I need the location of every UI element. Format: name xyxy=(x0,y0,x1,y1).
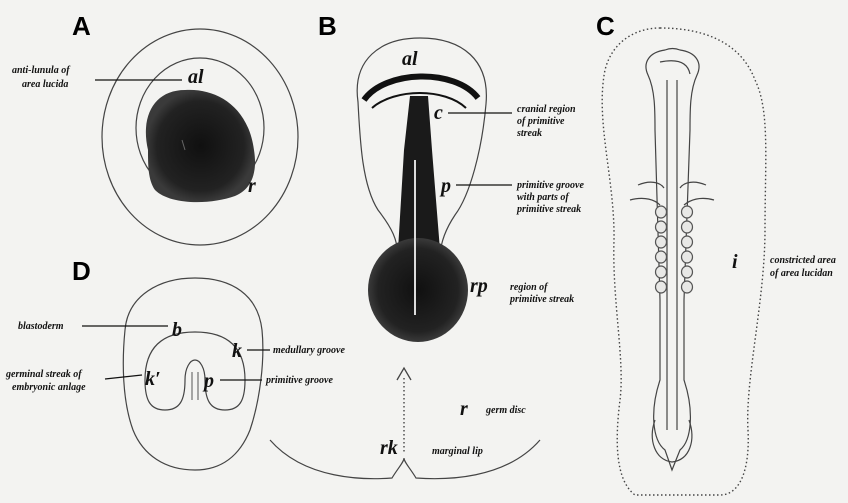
annotation-germinal-1: germinal streak of xyxy=(5,369,83,380)
annotation-cranial-3: streak xyxy=(516,128,542,139)
panel-d: b k k′ p blastoderm medullary groove ger… xyxy=(5,278,345,470)
annotation-cranial-2: of primitive xyxy=(517,116,565,127)
annotation-germinal-2: embryonic anlage xyxy=(12,382,86,393)
annotation-marginal-lip: marginal lip xyxy=(432,446,483,457)
panel-b: al c p rp cranial region of primitive st… xyxy=(270,38,584,479)
annotation-germ-disc: germ disc xyxy=(485,405,526,416)
annotation-groove-3: primitive streak xyxy=(516,204,581,215)
panel-label-b: B xyxy=(318,11,337,41)
label-al: al xyxy=(402,48,418,70)
label-c: c xyxy=(434,102,443,124)
label-r: r xyxy=(460,398,468,420)
annotation-constricted-1: constricted area xyxy=(770,255,836,266)
panel-label-a: A xyxy=(72,11,91,41)
annotation-primitive-groove: primitive groove xyxy=(265,375,333,386)
panel-label-c: C xyxy=(596,11,615,41)
panel-a: al r anti-lunula of area lucida xyxy=(12,29,298,245)
label-p: p xyxy=(202,370,214,392)
shaded-embryo xyxy=(146,90,255,202)
label-b: b xyxy=(172,319,182,341)
panel-c: i constricted area of area lucidan xyxy=(602,28,836,495)
annotation-cranial-1: cranial region xyxy=(517,104,576,115)
label-p: p xyxy=(439,175,451,197)
annotation-groove-2: with parts of xyxy=(517,192,570,203)
annotation-anti-lunula-1: anti-lunula of xyxy=(12,65,71,76)
annotation-groove-1: primitive groove xyxy=(516,180,584,191)
annotation-medullary: medullary groove xyxy=(273,345,345,356)
label-rp: rp xyxy=(470,275,488,297)
annotation-blastoderm: blastoderm xyxy=(18,321,64,332)
label-rk: rk xyxy=(380,437,398,459)
annotation-region-2: primitive streak xyxy=(509,294,574,305)
annotation-anti-lunula-2: area lucida xyxy=(22,79,68,90)
annotation-region-1: region of xyxy=(510,282,549,293)
primitive-streak-region xyxy=(368,238,468,342)
label-r: r xyxy=(248,175,256,197)
label-k: k xyxy=(232,340,242,362)
marginal-lip-curve xyxy=(270,440,540,479)
label-al: al xyxy=(188,66,204,88)
label-i: i xyxy=(732,251,738,273)
panel-label-d: D xyxy=(72,256,91,286)
label-k-prime: k′ xyxy=(145,368,161,390)
annotation-constricted-2: of area lucidan xyxy=(770,268,833,279)
